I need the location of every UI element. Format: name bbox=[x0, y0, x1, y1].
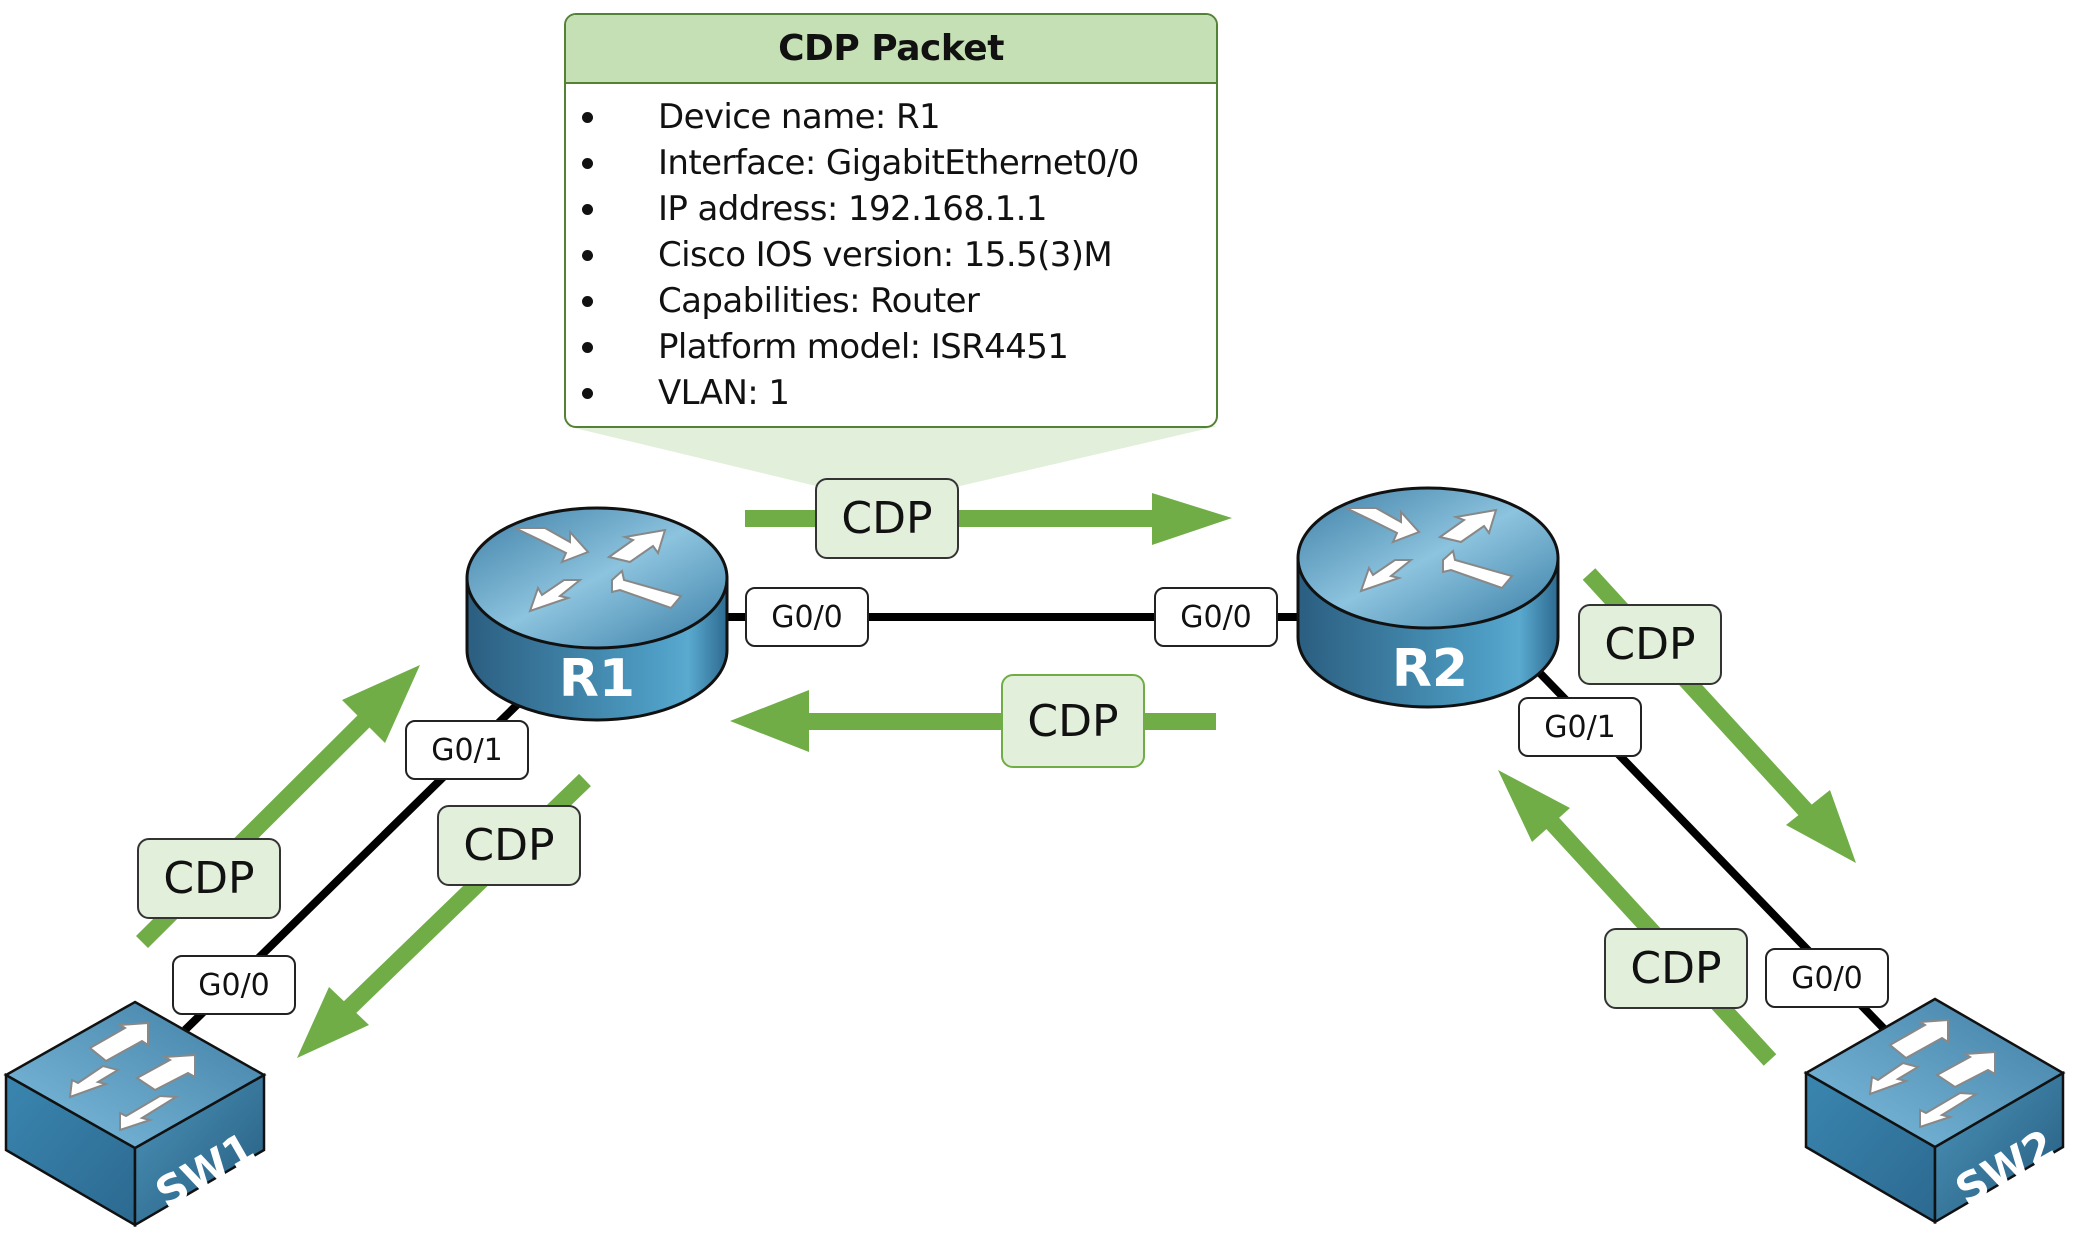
bullet-icon bbox=[582, 388, 593, 399]
router-icon bbox=[514, 527, 683, 613]
field-text: Capabilities: Router bbox=[658, 281, 980, 321]
bullet-icon bbox=[582, 112, 593, 123]
cdp-label-r2-to-sw2: CDP bbox=[1578, 604, 1722, 685]
callout-pointer bbox=[566, 426, 1218, 486]
interface-label-r2-g00: G0/0 bbox=[1154, 587, 1278, 647]
list-item: Device name: R1 bbox=[566, 94, 1216, 140]
field-text: VLAN: 1 bbox=[658, 373, 790, 413]
router-r1-name: R1 bbox=[559, 649, 635, 709]
bullet-icon bbox=[582, 342, 593, 353]
field-text: Device name: R1 bbox=[658, 97, 941, 137]
cdp-packet-callout: CDP Packet Device name: R1 Interface: Gi… bbox=[564, 13, 1218, 428]
bullet-icon bbox=[582, 158, 593, 169]
list-item: Platform model: ISR4451 bbox=[566, 324, 1216, 370]
cdp-label-r1-to-sw1: CDP bbox=[437, 805, 581, 886]
switch-icon bbox=[1868, 1018, 1996, 1129]
interface-label-sw2-g00: G0/0 bbox=[1765, 948, 1889, 1008]
interface-label-sw1-g00: G0/0 bbox=[172, 955, 296, 1015]
interface-label-r1-g00: G0/0 bbox=[745, 587, 869, 647]
list-item: Interface: GigabitEthernet0/0 bbox=[566, 140, 1216, 186]
bullet-icon bbox=[582, 250, 593, 261]
list-item: Cisco IOS version: 15.5(3)M bbox=[566, 232, 1216, 278]
field-text: IP address: 192.168.1.1 bbox=[658, 189, 1047, 229]
field-text: Platform model: ISR4451 bbox=[658, 327, 1069, 367]
router-r2[interactable]: R2 bbox=[1296, 486, 1560, 709]
router-icon bbox=[1345, 507, 1514, 593]
switch-icon bbox=[68, 1021, 196, 1132]
cdp-label-r2-to-r1: CDP bbox=[1001, 674, 1145, 768]
list-item: IP address: 192.168.1.1 bbox=[566, 186, 1216, 232]
interface-label-r2-g01: G0/1 bbox=[1518, 697, 1642, 757]
field-text: Interface: GigabitEthernet0/0 bbox=[658, 143, 1139, 183]
switch-sw1[interactable]: SW1 bbox=[3, 1000, 267, 1228]
cdp-packet-fields: Device name: R1 Interface: GigabitEthern… bbox=[566, 84, 1216, 416]
bullet-icon bbox=[582, 296, 593, 307]
callout-title: CDP Packet bbox=[566, 15, 1216, 84]
cdp-label-sw2-to-r2: CDP bbox=[1604, 928, 1748, 1009]
list-item: Capabilities: Router bbox=[566, 278, 1216, 324]
switch-sw2[interactable]: SW2 bbox=[1803, 997, 2066, 1225]
router-r2-name: R2 bbox=[1392, 639, 1468, 699]
field-text: Cisco IOS version: 15.5(3)M bbox=[658, 235, 1113, 275]
cdp-label-r1-to-r2: CDP bbox=[815, 478, 959, 559]
cdp-arrow-sw2-to-r2 bbox=[1498, 770, 1777, 1066]
interface-label-r1-g01: G0/1 bbox=[405, 720, 529, 780]
list-item: VLAN: 1 bbox=[566, 370, 1216, 416]
router-r1[interactable]: R1 bbox=[465, 506, 729, 722]
cdp-label-sw1-to-r1: CDP bbox=[137, 838, 281, 919]
bullet-icon bbox=[582, 204, 593, 215]
